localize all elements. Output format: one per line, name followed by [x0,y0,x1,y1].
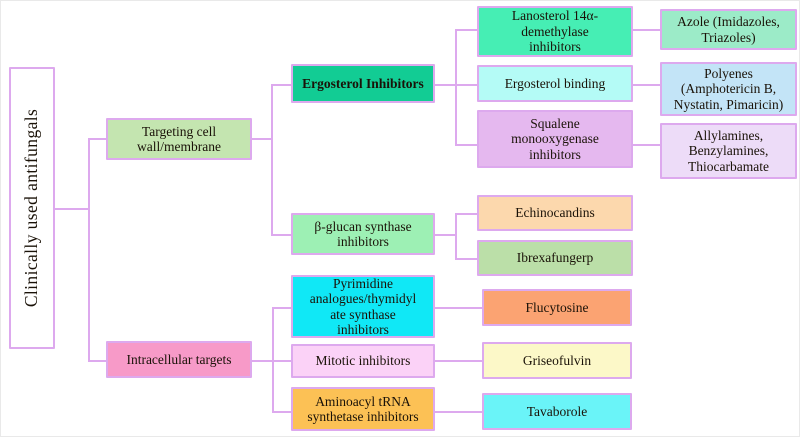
node-label: Ergosterol Inhibitors [302,75,424,91]
connector-to-ibrexafungerp [455,258,479,260]
connector-root-out [54,208,90,210]
node-lanosterol-14a-demethylase-inhibitors[interactable]: Lanosterol 14α- demethylase inhibitors [477,6,633,57]
connector-bglucan-trunk [455,213,457,260]
connector-to-lanosterol [455,29,479,31]
connector-to-squalene [455,144,479,146]
connector-level2-trunk-upper [271,84,273,236]
connector-to-bglucan [271,234,293,236]
node-allylamines-benzylamines-thiocarbamate[interactable]: Allylamines, Benzylamines, Thiocarbamate [660,123,797,179]
node-ergosterol-inhibitors[interactable]: Ergosterol Inhibitors [291,64,435,103]
node-aminoacyl-trna-synthetase-inhibitors[interactable]: Aminoacyl tRNA synthetase inhibitors [291,387,435,431]
connector-to-intracellular [88,360,108,362]
connector-intracellular-out [250,360,274,362]
node-label: Ergosterol binding [504,75,606,91]
node-pyrimidine-analogues-thymidylate-synthase-inhibitors[interactable]: Pyrimidine analogues/thymidyl ate syntha… [291,275,435,338]
node-mitotic-inhibitors[interactable]: Mitotic inhibitors [291,344,435,378]
connector-binding-to-polyenes [631,84,661,86]
node-label: β-glucan synthase inhibitors [314,218,412,249]
node-label: Flucytosine [525,299,589,315]
connector-to-mitotic [272,360,294,362]
node-label: Allylamines, Benzylamines, Thiocarbamate [688,127,769,174]
node-label: Intracellular targets [126,351,232,367]
node-label: Mitotic inhibitors [315,353,411,369]
node-azole-imidazoles-triazoles[interactable]: Azole (Imidazoles, Triazoles) [660,9,797,50]
node-flucytosine[interactable]: Flucytosine [482,289,632,326]
node-label: Targeting cell wall/membrane [137,123,221,154]
node-label: Squalene monooxygenase inhibitors [511,115,599,162]
connector-mitotic-to-griseofulvin [433,360,483,362]
node-label: Griseofulvin [522,352,592,368]
node-label: Tavaborole [526,403,588,419]
node-griseofulvin[interactable]: Griseofulvin [482,342,632,379]
node-echinocandins[interactable]: Echinocandins [477,195,633,231]
connector-aminoacyl-to-tavaborole [433,411,483,413]
connector-to-aminoacyl [272,411,294,413]
connector-lanosterol-to-azole [631,29,661,31]
node-label: Polyenes (Amphotericin B, Nystatin, Pima… [673,65,784,112]
connector-to-ergosterol-binding [455,84,479,86]
node-label: Ibrexafungerp [516,250,594,266]
node-root-clinically-used-antifungals[interactable]: Clinically used antifungals [9,67,55,349]
connector-ergosterol-out [433,84,457,86]
node-intracellular-targets[interactable]: Intracellular targets [106,341,252,378]
node-ergosterol-binding[interactable]: Ergosterol binding [477,65,633,102]
connector-to-pyrimidine [272,307,294,309]
connector-targeting-out [250,138,273,140]
connector-pyrimidine-to-flucytosine [433,307,483,309]
node-polyenes-amphotericin-b-nystatin-pimaricin[interactable]: Polyenes (Amphotericin B, Nystatin, Pima… [660,62,797,116]
node-label: Echinocandins [515,205,595,221]
node-label: Aminoacyl tRNA synthetase inhibitors [307,393,419,424]
connector-squalene-to-allylamines [631,144,661,146]
node-label: Azole (Imidazoles, Triazoles) [677,14,780,45]
connector-to-ergosterol-inhibitors [271,84,293,86]
node-squalene-monooxygenase-inhibitors[interactable]: Squalene monooxygenase inhibitors [477,110,633,168]
connector-to-echinocandins [455,213,479,215]
connector-to-targeting-cell [88,138,108,140]
connector-level1-trunk [88,138,90,362]
connector-bglucan-out [433,234,457,236]
node-targeting-cell-wall-membrane[interactable]: Targeting cell wall/membrane [106,118,252,160]
node-ibrexafungerp[interactable]: Ibrexafungerp [477,240,633,276]
node-label: Clinically used antifungals [21,108,42,308]
node-label: Lanosterol 14α- demethylase inhibitors [511,8,599,55]
node-beta-glucan-synthase-inhibitors[interactable]: β-glucan synthase inhibitors [291,213,435,255]
node-label: Pyrimidine analogues/thymidyl ate syntha… [309,275,417,337]
connector-ergosterol-trunk [455,29,457,146]
node-tavaborole[interactable]: Tavaborole [482,393,632,430]
